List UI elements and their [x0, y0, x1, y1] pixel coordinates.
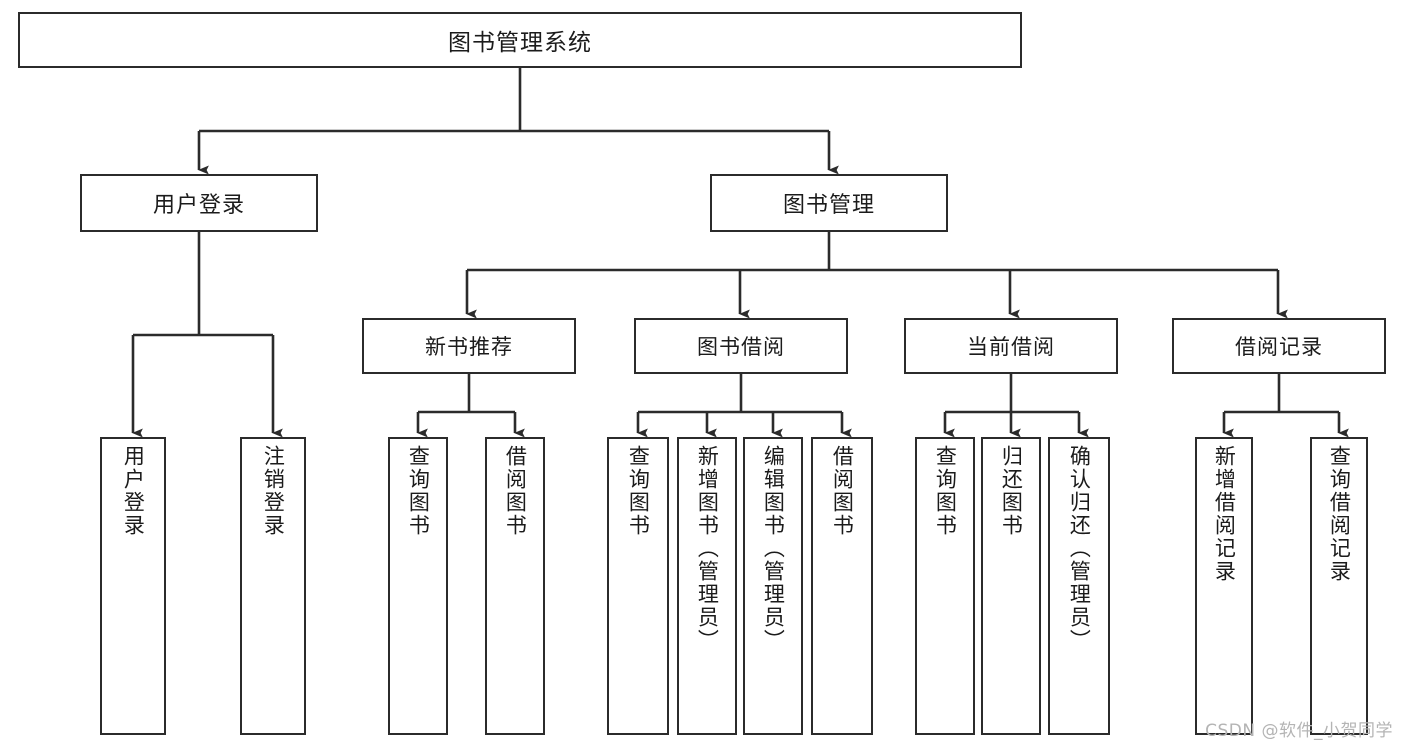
- node-leaf-label: 新增图书（管理员）: [695, 445, 720, 652]
- node-leaf-8[interactable]: 查询图书: [915, 437, 975, 735]
- node-leaf-label: 查询借阅记录: [1327, 445, 1352, 583]
- node-level2-1[interactable]: 图书借阅: [634, 318, 848, 374]
- node-leaf-label: 编辑图书（管理员）: [761, 445, 786, 652]
- node-leaf-label: 查询图书: [406, 445, 431, 537]
- node-leaf-label: 查询图书: [626, 445, 651, 537]
- node-leaf-11[interactable]: 新增借阅记录: [1195, 437, 1253, 735]
- node-level2-2[interactable]: 当前借阅: [904, 318, 1118, 374]
- node-level2-label: 借阅记录: [1235, 335, 1323, 359]
- node-leaf-4[interactable]: 查询图书: [607, 437, 669, 735]
- node-level1-label: 用户登录: [152, 193, 245, 218]
- node-leaf-2[interactable]: 查询图书: [388, 437, 448, 735]
- node-root-label: 图书管理系统: [448, 30, 592, 56]
- node-level2-3[interactable]: 借阅记录: [1172, 318, 1386, 374]
- node-leaf-12[interactable]: 查询借阅记录: [1310, 437, 1368, 735]
- node-level2-label: 图书借阅: [697, 335, 785, 359]
- node-leaf-1[interactable]: 注销登录: [240, 437, 306, 735]
- node-level2-0[interactable]: 新书推荐: [362, 318, 576, 374]
- node-level2-label: 当前借阅: [967, 335, 1055, 359]
- node-leaf-label: 新增借阅记录: [1212, 445, 1237, 583]
- node-leaf-5[interactable]: 新增图书（管理员）: [677, 437, 737, 735]
- node-leaf-3[interactable]: 借阅图书: [485, 437, 545, 735]
- node-leaf-10[interactable]: 确认归还（管理员）: [1048, 437, 1110, 735]
- watermark: CSDN @软件_小贺同学: [1205, 721, 1393, 741]
- node-leaf-label: 借阅图书: [503, 445, 528, 537]
- node-leaf-6[interactable]: 编辑图书（管理员）: [743, 437, 803, 735]
- node-level2-label: 新书推荐: [425, 335, 513, 359]
- node-leaf-label: 查询图书: [933, 445, 958, 537]
- node-level1-1[interactable]: 图书管理: [710, 174, 948, 232]
- node-level1-label: 图书管理: [782, 193, 875, 218]
- node-root[interactable]: 图书管理系统: [18, 12, 1022, 68]
- node-leaf-0[interactable]: 用户登录: [100, 437, 166, 735]
- node-level1-0[interactable]: 用户登录: [80, 174, 318, 232]
- node-leaf-label: 归还图书: [999, 445, 1024, 537]
- node-leaf-label: 用户登录: [121, 445, 146, 537]
- node-leaf-label: 注销登录: [261, 445, 286, 537]
- node-leaf-label: 确认归还（管理员）: [1067, 445, 1092, 652]
- node-leaf-7[interactable]: 借阅图书: [811, 437, 873, 735]
- node-leaf-label: 借阅图书: [830, 445, 855, 537]
- node-leaf-9[interactable]: 归还图书: [981, 437, 1041, 735]
